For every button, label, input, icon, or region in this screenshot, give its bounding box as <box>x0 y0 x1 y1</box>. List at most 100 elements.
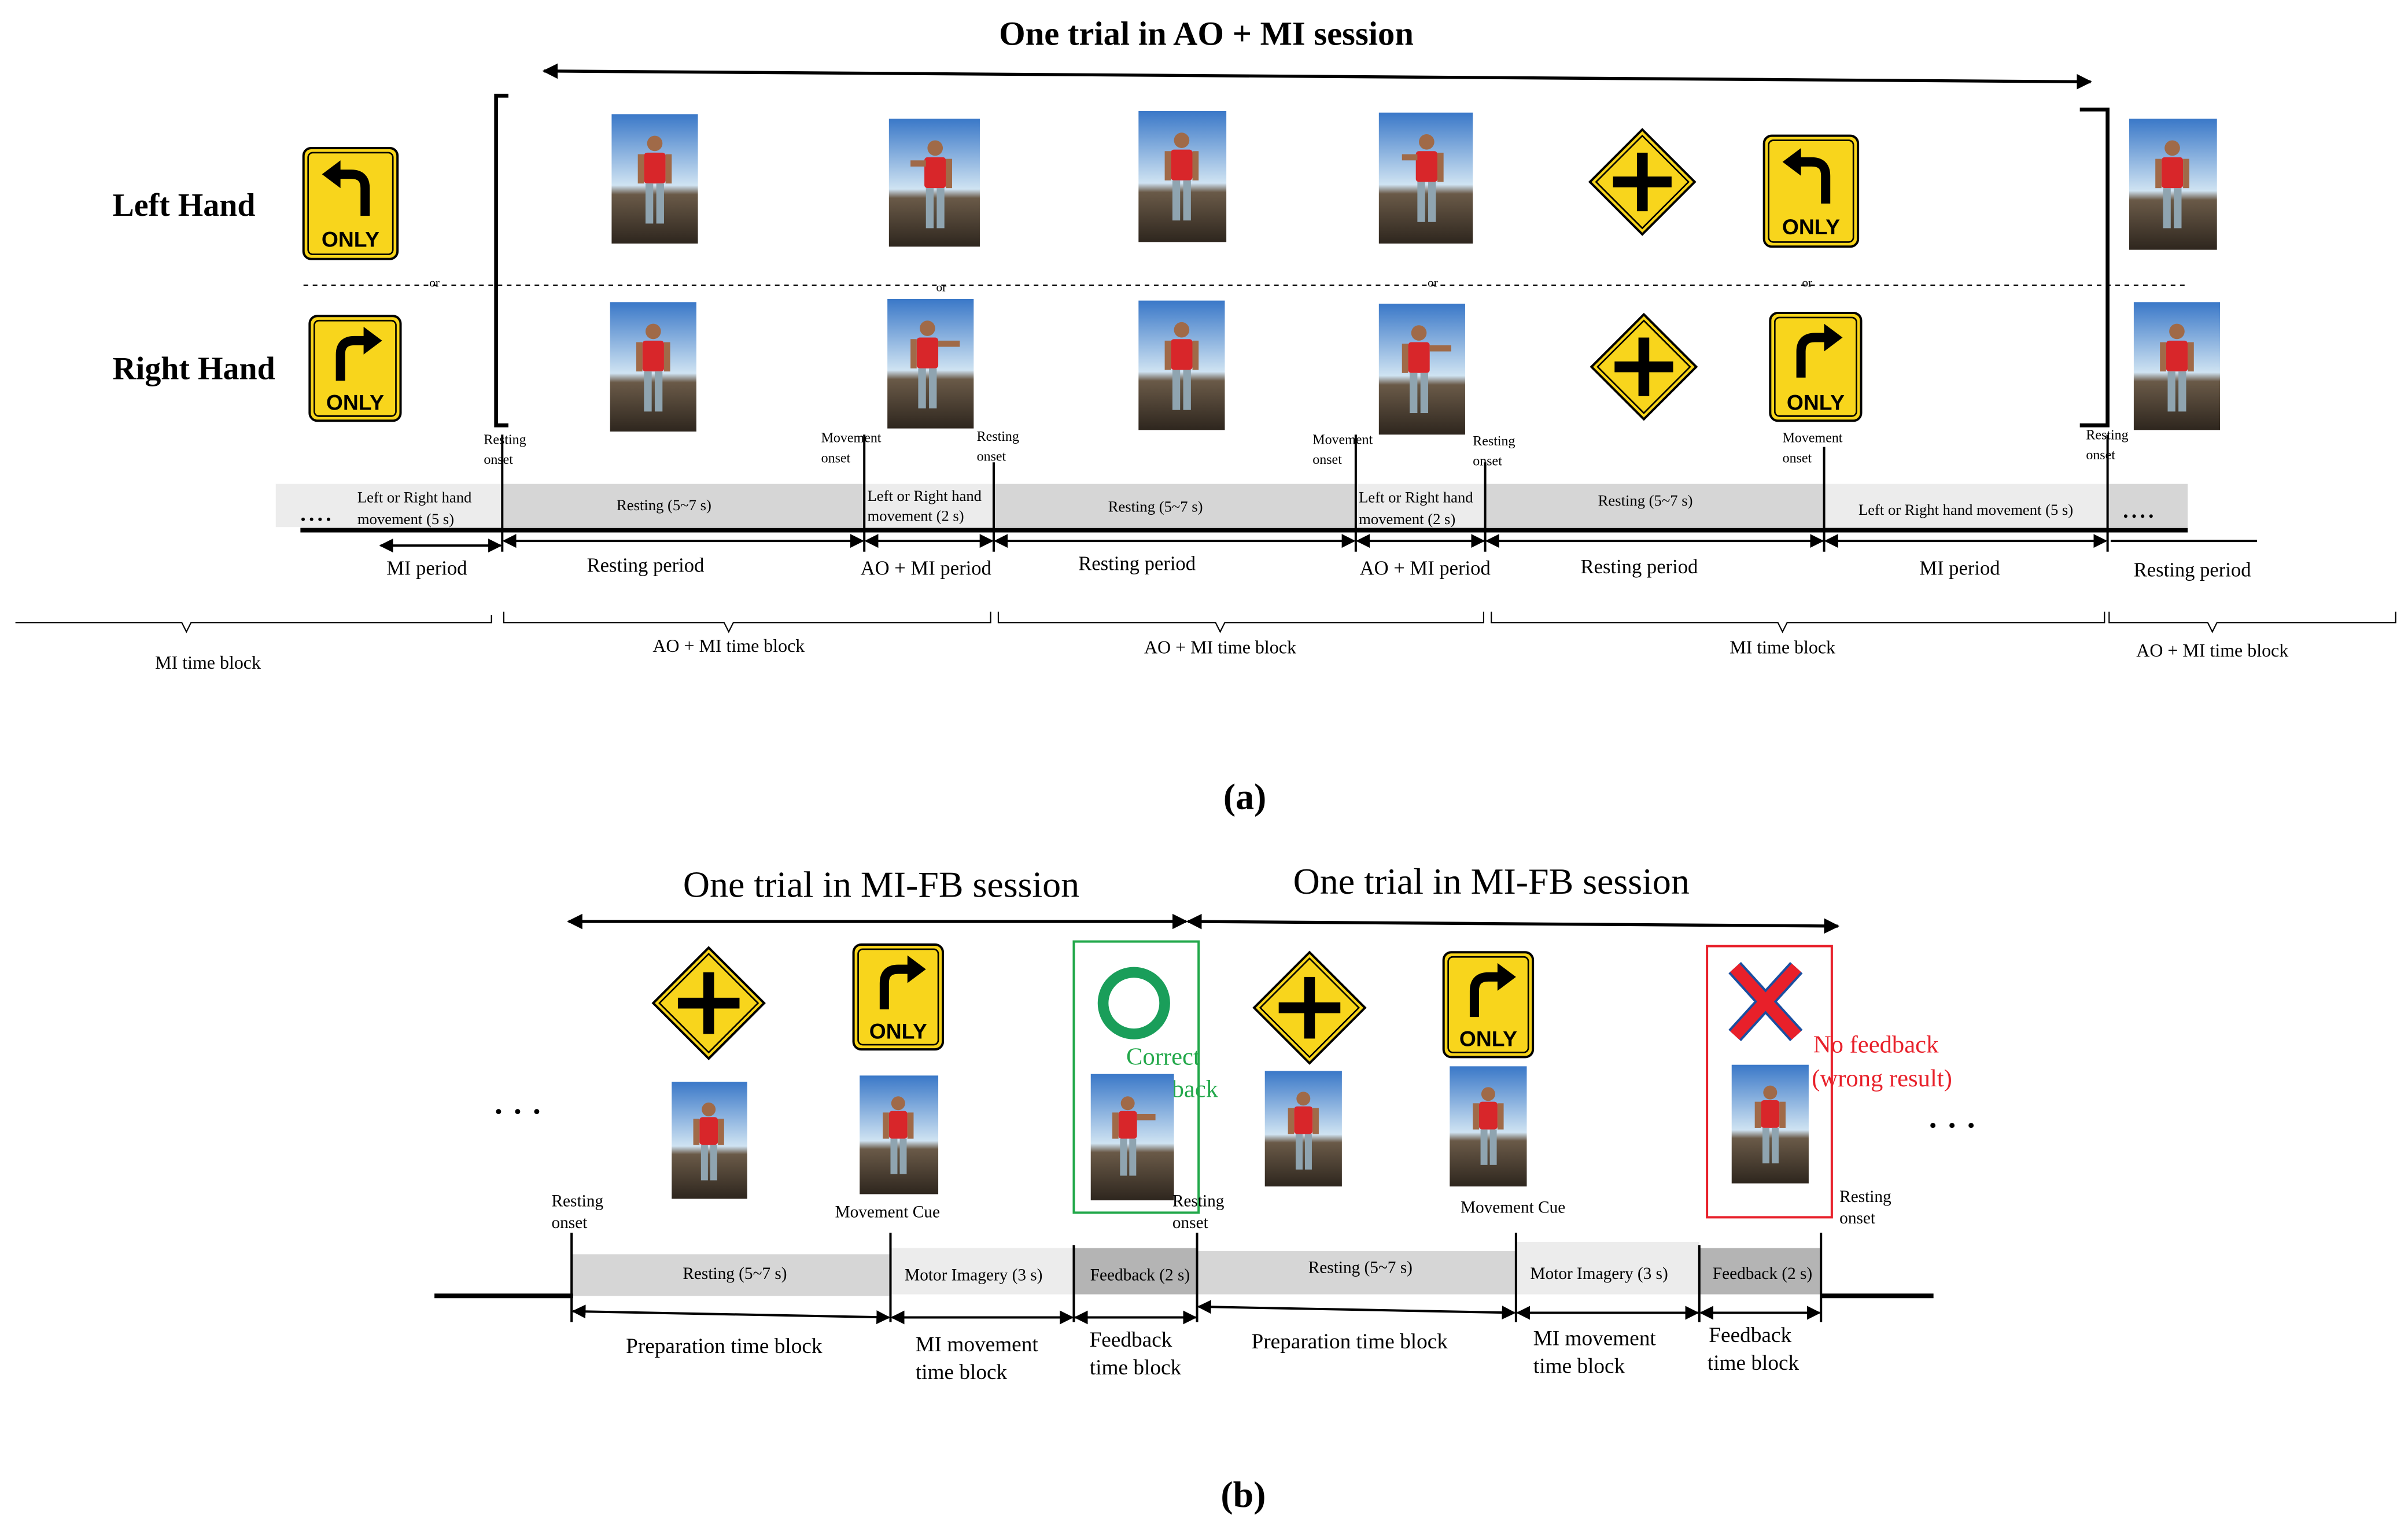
crossroad-diamond-sign-icon <box>1252 950 1367 1065</box>
time-block-brace <box>15 614 492 633</box>
block-label: MI movement time block <box>1533 1326 1657 1378</box>
block-label: Feedback time block <box>1708 1323 1799 1375</box>
period-label: MI period <box>1919 558 2000 580</box>
panel-caption: (a) <box>1223 776 1267 817</box>
bar-ellipsis: .... <box>2123 499 2157 523</box>
avatar-photo-rest <box>1138 111 1227 242</box>
sign-word: ONLY <box>1782 215 1840 239</box>
marker-label-resting-onset: Resting onset <box>1839 1188 1891 1227</box>
svg-text:onset: onset <box>484 452 513 467</box>
sign-word: ONLY <box>869 1019 927 1043</box>
svg-text:Left or Right hand: Left or Right hand <box>1359 489 1473 506</box>
avatar-photo-rest <box>610 302 696 432</box>
svg-text:onset: onset <box>977 449 1006 464</box>
sign-word: ONLY <box>326 390 384 415</box>
panel-a: One trial in AO + MI session Left Hand R… <box>15 14 2396 817</box>
row-label-right-hand: Right Hand <box>112 351 275 386</box>
svg-text:Resting: Resting <box>977 429 1019 444</box>
svg-text:(wrong result): (wrong result) <box>1812 1065 1952 1092</box>
panel-b-ellipsis: • • • <box>495 1100 543 1124</box>
svg-text:time block: time block <box>1533 1354 1625 1378</box>
avatar-photo-move <box>888 119 980 247</box>
bar-label-resting: Resting (5~7 s) <box>1598 492 1693 509</box>
left-turn-only-sign-icon: ONLY <box>302 146 399 260</box>
svg-text:time block: time block <box>916 1361 1008 1384</box>
svg-text:onset: onset <box>1312 452 1342 467</box>
bar-label-resting: Resting (5~7 s) <box>1308 1258 1413 1277</box>
time-block-label: MI time block <box>155 652 261 673</box>
svg-text:onset: onset <box>821 451 851 466</box>
period-label: Resting period <box>1581 556 1698 578</box>
svg-text:time block: time block <box>1090 1356 1182 1380</box>
avatar-photo-rest <box>1731 1064 1809 1184</box>
bar-segment-feedback <box>1074 1248 1197 1295</box>
bar-label-resting: Resting (5~7 s) <box>1108 498 1203 515</box>
period-label: Resting period <box>2134 559 2251 581</box>
or-label: or <box>1802 276 1812 290</box>
block-label: MI movement time block <box>916 1333 1039 1384</box>
svg-text:MI movement: MI movement <box>1533 1326 1657 1350</box>
row-label-left-hand: Left Hand <box>112 187 255 223</box>
bar-segment-resting <box>502 484 865 528</box>
time-block-label: AO + MI time block <box>652 636 805 656</box>
right-turn-only-sign-icon: ONLY <box>852 943 945 1051</box>
panel-caption: (b) <box>1220 1474 1266 1515</box>
bar-segment-resting <box>571 1254 891 1296</box>
sign-word: ONLY <box>1459 1027 1517 1051</box>
svg-text:onset: onset <box>2086 448 2115 463</box>
wrong-feedback-box <box>1706 945 1833 1219</box>
period-label: AO + MI period <box>1360 558 1491 580</box>
time-block-brace <box>1491 611 2105 633</box>
crossroad-diamond-sign-icon <box>1588 128 1697 236</box>
bar-label-feedback: Feedback (2 s) <box>1713 1264 1812 1283</box>
marker-label-resting-onset: Resting onset <box>484 432 526 467</box>
panel-b-title: One trial in MI-FB session <box>1293 861 1690 902</box>
bar-segment-resting <box>1485 484 1824 528</box>
bar-segment-mi <box>1515 1242 1699 1295</box>
right-turn-only-sign-icon: ONLY <box>308 315 402 422</box>
svg-text:time block: time block <box>1708 1351 1799 1375</box>
bar-label-mi: Motor Imagery (3 s) <box>905 1266 1042 1285</box>
bar-segment-aomi <box>864 484 994 528</box>
or-label: or <box>1428 276 1438 290</box>
svg-text:movement (5 s): movement (5 s) <box>357 510 454 528</box>
crossroad-diamond-sign-icon <box>651 946 766 1060</box>
avatar-photo-move <box>887 298 974 429</box>
bar-segment-tail <box>2107 484 2188 528</box>
svg-text:Movement: Movement <box>821 431 882 446</box>
time-block-brace <box>997 611 1484 633</box>
avatar-photo-move <box>1090 1074 1174 1201</box>
period-label: Resting period <box>587 554 705 576</box>
right-turn-only-sign-icon: ONLY <box>1442 951 1535 1059</box>
green-circle-icon <box>1097 967 1170 1039</box>
svg-text:onset: onset <box>1839 1209 1875 1227</box>
panel-b-title: One trial in MI-FB session <box>683 864 1079 905</box>
right-turn-only-sign-icon: ONLY <box>1769 311 1863 422</box>
correct-feedback-box <box>1072 940 1200 1214</box>
time-block-label: AO + MI time block <box>1144 637 1296 658</box>
svg-text:Resting: Resting <box>552 1192 604 1211</box>
svg-text:MI movement: MI movement <box>916 1333 1039 1356</box>
marker-label-resting-onset: Resting onset <box>977 429 1019 464</box>
bar-label-aomi-move: Left or Right hand movement (2 s) <box>1359 489 1473 528</box>
marker-label-movement-cue: Movement Cue <box>835 1203 940 1221</box>
svg-text:movement (2 s): movement (2 s) <box>868 507 964 525</box>
avatar-photo-rest <box>860 1075 939 1194</box>
crossroad-diamond-sign-icon <box>1590 312 1698 421</box>
trial-span-arrow <box>1186 913 1840 934</box>
left-turn-only-sign-icon: ONLY <box>1762 134 1860 248</box>
bar-label-resting: Resting (5~7 s) <box>617 496 711 514</box>
svg-text:onset: onset <box>552 1214 588 1232</box>
block-arrow <box>1197 1300 1516 1320</box>
block-arrow <box>571 1304 891 1325</box>
bar-label-mi-move: Left or Right hand movement (5 s) <box>1858 501 2073 518</box>
bar-label-mi: Motor Imagery (3 s) <box>1531 1264 1668 1283</box>
sign-word: ONLY <box>1787 390 1845 415</box>
avatar-photo-rest <box>672 1082 747 1199</box>
svg-text:Resting: Resting <box>484 432 526 447</box>
time-block-brace <box>2108 611 2396 633</box>
avatar-photo-move <box>1378 303 1465 435</box>
sign-word: ONLY <box>322 227 379 251</box>
